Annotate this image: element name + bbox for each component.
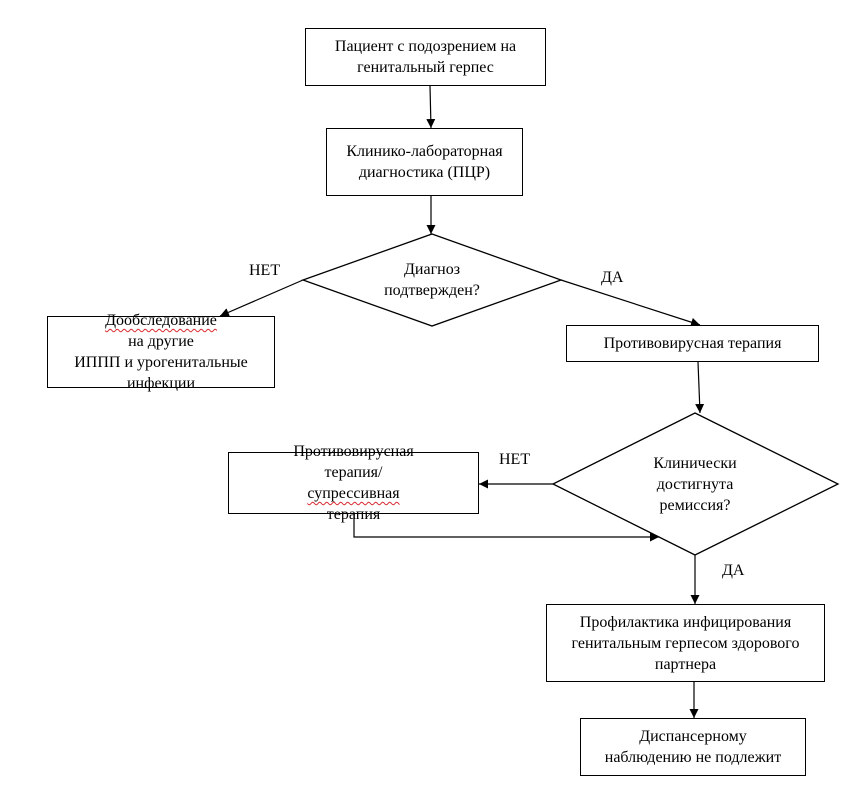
arrow-antiviral-to-remission: [695, 361, 705, 414]
remission-line-2: достигнута: [656, 476, 734, 493]
start-line-1: Пациент с подозрением на: [334, 38, 517, 55]
diagnosis-question-line-1: Диагноз: [403, 261, 461, 278]
diagnosis-question-line-2: подтвержден?: [384, 282, 480, 299]
suppressive-therapy-box: Противовирусная терапия/супрессивная тер…: [228, 443, 479, 523]
additional-exam-line-1: Дообследование на другие: [74, 310, 247, 352]
additional-exam-rest: на другие: [128, 333, 194, 350]
label-yes-remission: ДА: [722, 562, 745, 579]
prophylaxis-box: Профилактика инфицирования генитальным г…: [546, 604, 825, 682]
remission-line-1: Клинически: [653, 455, 737, 472]
suppressive-suffix: терапия: [326, 506, 381, 523]
additional-examination-box: Дообследование на другие ИППП и урогенит…: [47, 312, 275, 392]
dispensary-line-1: Диспансерному: [639, 728, 747, 745]
suppressive-line-1: Противовирусная: [293, 443, 414, 460]
arrow-start-to-diagnostics: [426, 85, 436, 129]
dispensary-box: Диспансерному наблюдению не подлежит: [580, 718, 806, 776]
suppressive-line-2: терапия/супрессивная терапия: [293, 462, 413, 525]
start-line-2: генитальный герпес: [357, 59, 494, 76]
diagnostics-line-2: диагностика (ПЦР): [358, 164, 491, 181]
antiviral-label: Противовирусная терапия: [603, 335, 782, 352]
diagnosis-question-text: Диагноз подтвержден?: [352, 259, 512, 301]
dispensary-line-2: наблюдению не подлежит: [604, 749, 782, 766]
label-no-diagnosis: НЕТ: [249, 262, 281, 279]
suppressive-word: супрессивная: [307, 485, 400, 502]
additional-exam-line-3: инфекции: [126, 375, 196, 392]
diagnostics-line-1: Клинико-лабораторная: [346, 143, 503, 160]
remission-line-3: ремиссия?: [659, 497, 731, 514]
remission-question-text: Клинически достигнута ремиссия?: [630, 453, 760, 516]
arrow-suppressive-back-to-remission: [353, 514, 659, 542]
start-patient-box: Пациент с подозрением на генитальный гер…: [305, 28, 546, 86]
prophylaxis-line-3: партнера: [654, 655, 717, 673]
diagnosis-decision-diamond: [301, 233, 563, 327]
diagnostics-box: Клинико-лабораторная диагностика (ПЦР): [326, 128, 523, 196]
arrow-yes-to-antiviral: [560, 279, 701, 327]
additional-exam-line-2: ИППП и урогенитальные: [74, 354, 248, 371]
prophylaxis-line-2: генитальным герпесом здорового: [571, 634, 800, 652]
prophylaxis-line-1: Профилактика инфицирования: [579, 613, 792, 631]
label-yes-diagnosis: ДА: [601, 269, 624, 286]
suppressive-prefix: терапия/: [324, 464, 383, 481]
antiviral-therapy-box: Противовирусная терапия: [566, 325, 819, 362]
additional-exam-word: Дообследование: [105, 312, 217, 329]
arrow-no-to-additional-exam: [219, 279, 304, 317]
label-no-remission: НЕТ: [499, 451, 531, 468]
